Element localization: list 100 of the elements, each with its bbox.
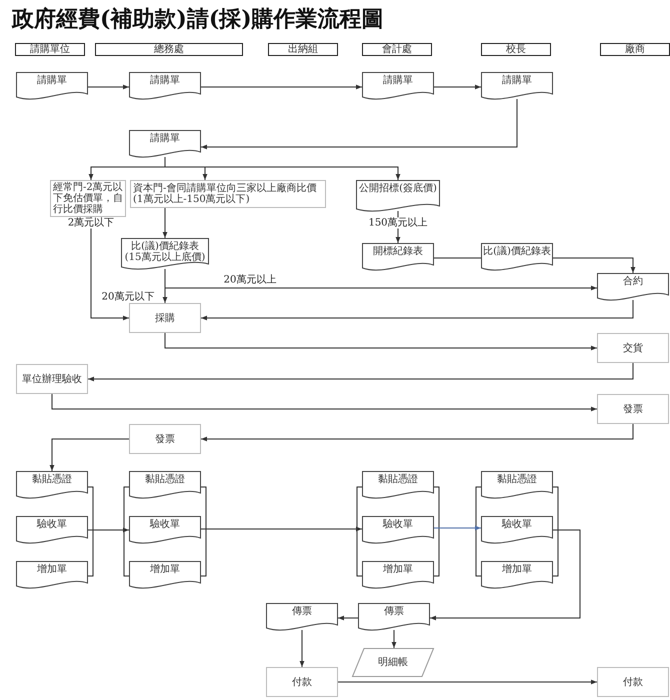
arrow [88, 362, 634, 382]
document-shape [362, 516, 434, 546]
process-box [129, 424, 201, 454]
document-text: 驗收單 [500, 519, 533, 530]
document-text: 增加單 [36, 564, 68, 575]
arrow [392, 630, 396, 648]
process-text: 經常門-2萬元以下免估價單，自行比價採購 [53, 182, 123, 215]
process-text: 資本門-會同請購單位向三家以上廠商比價(1萬元以上-150萬元以下) [133, 183, 318, 205]
arrow [164, 156, 400, 180]
document-shape [362, 471, 434, 501]
process-text: 發票 [623, 404, 643, 414]
document-text: 合約 [622, 276, 644, 287]
lane-title: 廠商 [625, 44, 645, 55]
lane-header [15, 43, 85, 56]
document-text: 黏貼憑證 [144, 474, 186, 485]
arrow [88, 84, 130, 90]
document-text: 增加單 [149, 564, 181, 575]
arrow [338, 616, 358, 620]
arrow [200, 424, 634, 442]
document-text: 請購單 [501, 75, 533, 86]
document-shape [481, 516, 553, 546]
arrow [430, 530, 580, 620]
document-text: 黏貼憑證 [496, 474, 538, 485]
document-shape [16, 561, 88, 591]
arrow [434, 526, 482, 530]
document-shape [356, 180, 440, 214]
document-shape [129, 516, 201, 546]
document-text: 驗收單 [36, 519, 68, 530]
process-box [16, 364, 88, 394]
document-shape [358, 603, 430, 633]
process-text: 發票 [155, 434, 175, 444]
arrow [200, 300, 634, 320]
data-parallelogram [352, 648, 434, 677]
arrow [434, 84, 482, 90]
arrow [338, 680, 598, 684]
document-text: 傳票 [383, 606, 405, 617]
process-text: 付款 [292, 676, 312, 688]
document-shape [481, 471, 553, 501]
document-text: 增加單 [382, 564, 414, 575]
document-shape [16, 471, 88, 501]
process-text: 採購 [155, 312, 175, 324]
arrow [162, 208, 168, 238]
lane-title: 校長 [506, 44, 526, 55]
lane-header [362, 43, 432, 56]
lane-header [600, 43, 670, 56]
document-text: 比(議)價紀錄表(15萬元以上底價) [124, 241, 206, 263]
document-shape [481, 243, 553, 273]
edge-label: 20萬元以下 [100, 292, 156, 302]
document-shape [16, 516, 88, 546]
arrow [200, 526, 362, 532]
document-shape [362, 72, 434, 102]
edge-label: 20萬元以上 [222, 274, 278, 286]
document-shape [129, 130, 201, 160]
lane-header [95, 43, 243, 56]
document-text: 請購單 [382, 75, 414, 86]
process-box [266, 667, 338, 697]
process-text: 單位辦理驗收 [22, 374, 82, 384]
diagram-title: 政府經費(補助款)請(採)購作業流程圖 [12, 5, 384, 34]
document-shape [129, 471, 201, 501]
lane-header [268, 43, 338, 56]
arrow [200, 84, 362, 90]
document-text: 請購單 [149, 133, 181, 144]
document-shape [129, 72, 201, 102]
document-text: 比(議)價紀錄表 [483, 246, 551, 257]
document-shape [362, 243, 434, 273]
document-shape [481, 561, 553, 591]
arrow [164, 332, 598, 350]
process-box [597, 394, 669, 424]
arrow [552, 258, 636, 274]
document-text: 驗收單 [382, 519, 414, 530]
document-shape [266, 603, 338, 633]
document-text: 傳票 [291, 606, 313, 617]
document-shape [16, 72, 88, 102]
arrow [50, 438, 130, 472]
arrow [52, 394, 598, 412]
process-box [130, 180, 326, 208]
process-text: 交貨 [623, 342, 643, 354]
document-text: 請購單 [36, 75, 68, 86]
document-text: 請購單 [149, 75, 181, 86]
lane-title: 會計處 [382, 44, 412, 55]
arrow [88, 528, 130, 532]
document-shape [597, 273, 669, 303]
lane-title: 總務處 [154, 44, 184, 55]
document-shape [362, 561, 434, 591]
document-text: 黏貼憑證 [377, 474, 419, 485]
process-box [597, 667, 669, 697]
arrow [300, 630, 304, 668]
data-text: 明細帳 [378, 657, 408, 668]
document-text: 驗收單 [148, 519, 181, 530]
edge-label: 2萬元以下 [66, 218, 116, 228]
lane-title: 出納組 [288, 44, 318, 55]
process-text: 付款 [623, 676, 643, 688]
document-shape [121, 238, 209, 272]
document-shape [129, 561, 201, 591]
lane-header [481, 43, 551, 56]
document-text: 黏貼憑證 [31, 474, 73, 485]
process-box [129, 303, 201, 333]
document-shape [481, 72, 553, 102]
edge-label: 150萬元以上 [367, 218, 429, 228]
arrow [200, 98, 518, 150]
